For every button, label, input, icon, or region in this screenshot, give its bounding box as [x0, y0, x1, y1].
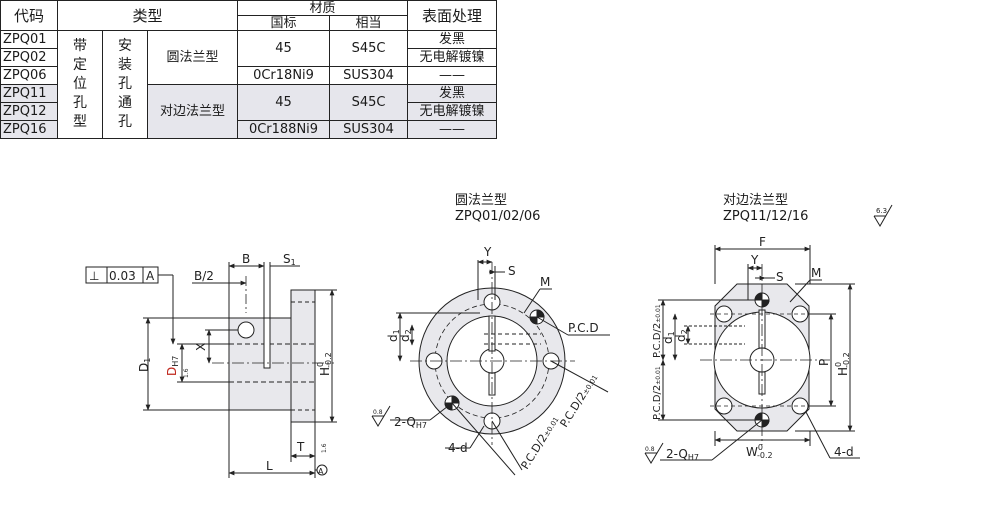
opposite-flange-caption: 对边法兰型 ZPQ11/12/16 — [723, 193, 808, 225]
code-cell: ZPQ02 — [0, 48, 58, 67]
surface-cell: 无电解镀镍 — [407, 102, 497, 121]
surface-cell: 发黑 — [407, 30, 497, 49]
b-label: B — [242, 252, 250, 266]
round-roughness-08: 0.8 — [373, 409, 383, 416]
opposite-flange-codes: ZPQ11/12/16 — [723, 209, 809, 224]
opp-f-label: F — [759, 235, 766, 249]
perp-symbol: ⊥ — [89, 269, 99, 283]
opp-q-label: 2-QH7 — [666, 447, 699, 462]
h-label: H0-0.2 — [316, 352, 333, 376]
opp-roughness-08: 0.8 — [645, 446, 655, 453]
surface-cell: 无电解镀镍 — [407, 48, 497, 67]
header-code: 代码 — [0, 0, 58, 31]
round-flange-caption: 圆法兰型 ZPQ01/02/06 — [455, 193, 540, 225]
round-pcd-label: P.C.D — [568, 321, 599, 335]
code-cell: ZPQ16 — [0, 120, 58, 139]
code-cell: ZPQ01 — [0, 30, 58, 49]
header-type: 类型 — [57, 0, 238, 31]
type-round-flange: 圆法兰型 — [147, 30, 238, 85]
dh7-label: DH7 — [165, 356, 180, 376]
opp-y-label: Y — [750, 253, 759, 267]
datum-a-label: A — [318, 467, 324, 476]
round-d2-label: d2 — [398, 329, 413, 342]
opp-p-label: P — [817, 359, 831, 366]
opp-4d-label: 4-d — [834, 445, 854, 459]
s1-label: S1 — [283, 252, 296, 267]
type-positioning-hole: 带 定 位 孔 型 — [57, 30, 103, 139]
round-d1-label: d1 — [386, 329, 401, 342]
material-eq-cell: SUS304 — [329, 120, 408, 139]
round-4d-label: 4-d — [448, 441, 468, 455]
round-m-label: M — [540, 275, 550, 289]
surface-cell: —— — [407, 120, 497, 139]
type-opposite-flange: 对边法兰型 — [147, 84, 238, 139]
opposite-flange-view — [658, 245, 860, 461]
code-cell: ZPQ11 — [0, 84, 58, 103]
opp-m-label: M — [811, 266, 821, 280]
opp-h-label: H0-0.2 — [834, 352, 851, 376]
opp-d1-label: d1 — [661, 331, 676, 344]
round-flange-codes: ZPQ01/02/06 — [455, 209, 541, 224]
roughness-check-opp — [644, 442, 664, 464]
flange-outline — [290, 289, 316, 423]
tolerance-value: 0.03 — [109, 269, 136, 283]
material-gb-cell: 45 — [237, 30, 330, 67]
roughness-16: 1.6 — [183, 368, 190, 378]
material-gb-cell: 0Cr188Ni9 — [237, 120, 330, 139]
round-pcd-half-label-2: P.C.D/2±0.01 — [558, 372, 601, 430]
opp-s-label: S — [776, 270, 784, 284]
roughness-symbols — [371, 204, 893, 464]
side-view-labels: ⊥ 0.03 A B/2 B S1 D1 DH7 X H0-0.2 T L A … — [89, 252, 333, 476]
type-through-hole: 安 装 孔 通 孔 — [102, 30, 148, 139]
t-label: T — [296, 440, 305, 454]
tolerance-datum: A — [146, 269, 155, 283]
header-gb: 国标 — [237, 15, 330, 31]
opposite-flange-labels: F Y S M d1 d2 P.C.D/2±0.01 P.C.D/2±0.01 … — [645, 207, 887, 462]
side-hole — [237, 321, 255, 339]
side-view — [85, 262, 337, 478]
roughness-check-63 — [873, 204, 893, 227]
round-flange-title: 圆法兰型 — [455, 193, 508, 208]
opp-pcd-half-top: P.C.D/2±0.01 — [652, 304, 663, 358]
opp-d2-label: d2 — [674, 329, 689, 342]
b-half-label: B/2 — [194, 269, 214, 283]
roughness-16-t: 1.6 — [321, 443, 328, 453]
round-s-label: S — [508, 264, 516, 278]
opp-pcd-half-bottom: P.C.D/2±0.01 — [652, 366, 663, 420]
opposite-flange-title: 对边法兰型 — [723, 193, 789, 208]
round-y-label: Y — [483, 245, 492, 259]
roughness-63-label: 6.3 — [876, 207, 887, 215]
d1-label: D1 — [137, 358, 152, 372]
opp-w-label: W0-0.2 — [746, 443, 773, 460]
code-cell: ZPQ12 — [0, 102, 58, 121]
l-label: L — [266, 459, 273, 473]
spec-table: 代码 类型 材质 表面处理 国标 相当 ZPQ01 带 定 位 孔 型 安 装 … — [0, 0, 497, 139]
round-flange-view — [390, 259, 610, 476]
material-gb-cell: 0Cr18Ni9 — [237, 66, 330, 85]
x-label: X — [194, 343, 208, 351]
round-q-label: 2-QH7 — [394, 415, 427, 430]
roughness-check-round — [371, 405, 391, 427]
